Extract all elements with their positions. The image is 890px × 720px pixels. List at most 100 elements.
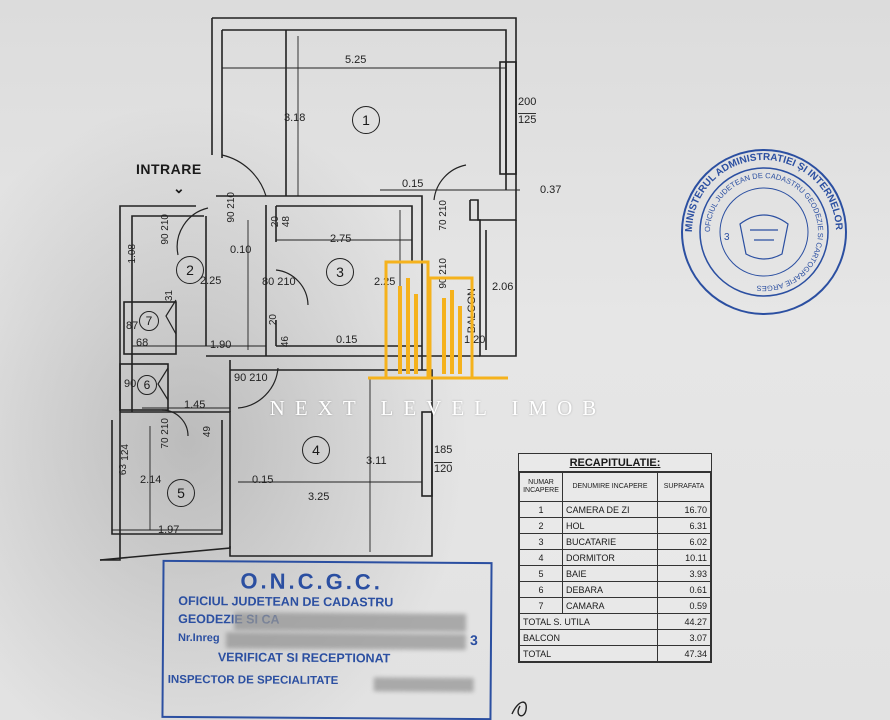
cell-number: 1 — [519, 501, 563, 518]
door-room1: 90 210 — [226, 192, 237, 223]
entrance-label: INTRARE — [136, 161, 202, 177]
door-bathroom: 70 210 — [160, 418, 171, 449]
redaction-2 — [225, 632, 467, 650]
svg-text:OFICIUL JUDETEAN DE CADASTRU G: OFICIUL JUDETEAN DE CADASTRU GEODEZIE SI… — [703, 171, 825, 293]
recap-table: RECAPITULATIE: NUMAR INCAPERE DENUMIRE I… — [518, 453, 712, 663]
recap-title: RECAPITULATIE: — [519, 454, 711, 472]
header-area: SUPRAFATA — [657, 472, 711, 502]
balcony-outline — [469, 200, 517, 357]
total-area: 47.34 — [657, 645, 711, 662]
total-area: 3.07 — [657, 629, 711, 646]
dim-206: 2.06 — [492, 281, 514, 293]
dim-015-top: 0.15 — [402, 178, 424, 190]
dim-46: 46 — [280, 336, 291, 348]
dim-197: 1.97 — [158, 524, 180, 536]
cell-number: 7 — [519, 597, 563, 614]
cell-number: 4 — [519, 549, 563, 566]
dim-hall-225: 2.25 — [200, 275, 222, 287]
cell-number: 2 — [519, 517, 563, 534]
dim-145: 1.45 — [184, 399, 206, 411]
redaction-3 — [373, 677, 474, 693]
stamp-number: 3 — [724, 232, 730, 243]
room-number-4: 4 — [302, 436, 330, 464]
room-7-outline — [123, 301, 177, 355]
dim-037: 0.37 — [540, 184, 562, 196]
cell-name: BUCATARIE — [562, 533, 658, 550]
entrance-arrow-icon: ⌄ — [173, 180, 185, 196]
next-level-logo — [368, 260, 508, 380]
door-room4: 90 210 — [234, 372, 268, 384]
dim-015-mid: 0.15 — [336, 334, 358, 346]
dim-31: 31 — [164, 290, 175, 302]
room-number-7: 7 — [139, 311, 159, 331]
dim-124: 124 — [120, 444, 131, 461]
dim-window-120: 120 — [434, 462, 453, 475]
stamp-line-3-end: 3 — [469, 631, 478, 649]
dim-49: 49 — [202, 426, 213, 438]
dim-room1-width: 5.25 — [345, 54, 367, 66]
dim-90: 90 — [124, 378, 137, 390]
window-room-1 — [499, 61, 517, 175]
dim-kitchen-width: 2.75 — [330, 233, 352, 245]
wall-outer-top — [212, 17, 517, 221]
signature — [511, 701, 527, 717]
dim-room4-width: 3.25 — [308, 491, 330, 503]
cell-number: 6 — [519, 581, 563, 598]
dim-108: 1.08 — [127, 244, 138, 264]
stamp-line-5: INSPECTOR DE SPECIALITATE — [167, 673, 339, 688]
stamp-line-4: VERIFICAT SI RECEPTIONAT — [217, 650, 391, 666]
cell-area: 6.31 — [657, 517, 711, 534]
total-area: 44.27 — [657, 613, 711, 630]
redaction-1 — [234, 612, 467, 632]
dim-010: 0.10 — [230, 244, 252, 256]
door-kitchen: 80 210 — [262, 276, 296, 288]
stamp-inner-text: OFICIUL JUDETEAN DE CADASTRU GEODEZIE SI… — [703, 171, 825, 293]
dim-20: 20 — [270, 216, 281, 228]
room-6-outline — [119, 363, 169, 411]
dim-214: 2.14 — [140, 474, 162, 486]
dim-balcony-120: 1.20 — [464, 334, 486, 346]
header-name: DENUMIRE INCAPERE — [562, 472, 658, 502]
cell-area: 16.70 — [657, 501, 711, 518]
cell-name: BAIE — [562, 565, 658, 582]
dim-87: 87 — [126, 320, 139, 332]
cell-name: CAMERA DE ZI — [562, 501, 658, 518]
cell-area: 6.02 — [657, 533, 711, 550]
dim-window-185: 185 — [434, 444, 453, 456]
door-entrance: 90 210 — [160, 214, 171, 245]
room-number-6: 6 — [137, 375, 157, 395]
room-number-3: 3 — [326, 258, 354, 286]
stamp-title: O.N.C.G.C. — [240, 568, 383, 595]
dim-20b: 20 — [268, 314, 279, 326]
cell-name: HOL — [562, 517, 658, 534]
cell-area: 3.93 — [657, 565, 711, 582]
cell-area: 0.59 — [657, 597, 711, 614]
dim-room1-depth: 3.18 — [284, 112, 306, 124]
cell-name: DORMITOR — [562, 549, 658, 566]
stamp-line-1: OFICIUL JUDETEAN DE CADASTRU — [178, 593, 394, 610]
total-label: TOTAL — [519, 645, 658, 662]
round-official-stamp: MINISTERUL ADMINISTRATIEI ȘI INTERNELOR … — [681, 149, 847, 315]
header-number: NUMAR INCAPERE — [519, 472, 563, 502]
cell-area: 0.61 — [657, 581, 711, 598]
total-label: TOTAL S. UTILA — [519, 613, 658, 630]
room-number-5: 5 — [167, 479, 195, 507]
window-room-4 — [421, 411, 433, 497]
stamp-line-3: Nr.Inreg — [177, 631, 220, 645]
dim-190: 1.90 — [210, 339, 232, 351]
dim-window-200: 200 — [518, 96, 537, 108]
cell-number: 5 — [519, 565, 563, 582]
room-number-1: 1 — [352, 106, 380, 134]
dim-015-low: 0.15 — [252, 474, 274, 486]
cell-area: 10.11 — [657, 549, 711, 566]
dim-63: 63 — [118, 464, 129, 476]
room-number-2: 2 — [176, 256, 204, 284]
